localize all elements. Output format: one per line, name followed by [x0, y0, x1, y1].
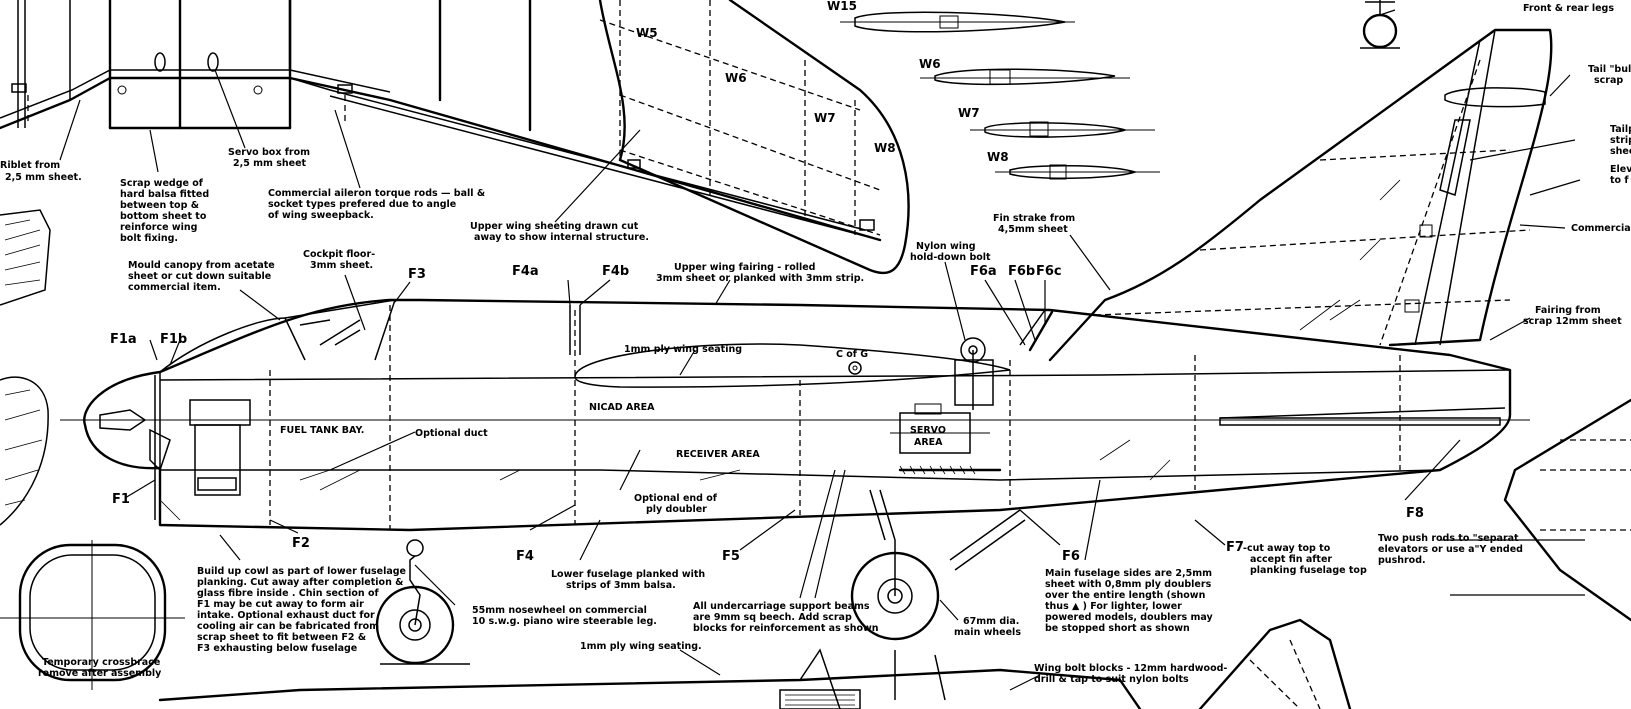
note-push-rods: Two push rods to "separat elevators or u…: [1378, 533, 1526, 566]
note-servo-box: Servo box from 2,5 mm sheet: [228, 147, 313, 169]
note-ply-seating-lower: 1mm ply wing seating.: [580, 641, 702, 652]
label-F4b: F4b: [602, 264, 629, 279]
label-F8: F8: [1406, 506, 1424, 521]
note-tail-bullet: Tail "bull scrap: [1588, 64, 1631, 86]
label-F6a: F6a: [970, 264, 997, 279]
tail-fin: [1048, 28, 1553, 362]
label-W7-section: W7: [958, 106, 980, 120]
label-F4: F4: [516, 549, 534, 564]
label-W8-section: W8: [987, 150, 1009, 164]
station-labels: F1a F1b F1 F2 F3 F4a F4b F4 F5 F6 F6a F6…: [110, 0, 1424, 564]
tailplane-plan: [1198, 398, 1631, 709]
note-upper-fairing: Upper wing fairing - rolled 3mm sheet or…: [656, 262, 864, 284]
label-F7: F7: [1226, 540, 1244, 555]
label-F6c: F6c: [1036, 264, 1062, 279]
label-F1a: F1a: [110, 332, 137, 347]
note-cofg: C of G: [836, 349, 868, 360]
note-fin-strake: Fin strake from 4,5mm sheet: [993, 213, 1078, 235]
note-optional-duct: Optional duct: [415, 428, 488, 439]
rib-sections: [840, 11, 1160, 180]
note-ply-seating: 1mm ply wing seating: [624, 344, 742, 355]
label-F6: F6: [1062, 549, 1080, 564]
note-cowl: Build up cowl as part of lower fuselage …: [197, 566, 409, 654]
note-nylon-bolt: Nylon wing hold-down bolt: [910, 241, 991, 263]
note-nicad: NICAD AREA: [589, 402, 655, 413]
note-scrap-wedge: Scrap wedge of hard balsa fitted between…: [120, 178, 213, 244]
label-F1: F1: [112, 492, 130, 507]
left-edge-details: [0, 209, 185, 690]
note-cockpit: Cockpit floor- 3mm sheet.: [303, 249, 378, 271]
note-f7-cutaway: -cut away top to accept fin after planki…: [1243, 543, 1367, 576]
label-W6: W6: [725, 71, 747, 85]
note-commercial-right: Commercial s: [1571, 223, 1631, 234]
lower-wing: [158, 648, 1142, 709]
label-F6b: F6b: [1008, 264, 1035, 279]
label-W15: W15: [827, 0, 857, 13]
label-F2: F2: [292, 536, 310, 551]
note-canopy: Mould canopy from acetate sheet or cut d…: [128, 260, 278, 293]
note-aileron: Commercial aileron torque rods — ball & …: [268, 188, 488, 221]
label-F5: F5: [722, 549, 740, 564]
note-undercarriage: All undercarriage support beams are 9mm …: [693, 601, 879, 634]
note-riblet: Riblet from 2,5 mm sheet.: [0, 160, 82, 183]
note-fairing-scrap: Fairing from scrap 12mm sheet: [1523, 305, 1622, 327]
label-F3: F3: [408, 267, 426, 282]
note-crossbrace: Temporary crossbrace remove after assemb…: [38, 657, 164, 679]
label-F1b: F1b: [160, 332, 187, 347]
note-tailplane: Tailp strip shee: [1610, 124, 1631, 157]
fuselage: [60, 298, 1530, 532]
note-elevator: Elev to f: [1610, 164, 1631, 186]
wing-panel: [288, 0, 910, 275]
annotation-notes: Riblet from 2,5 mm sheet. Scrap wedge of…: [0, 3, 1631, 685]
front-rear-legs-detail: [1360, 0, 1400, 49]
label-F4a: F4a: [512, 264, 539, 279]
leader-lines: [59, 9, 1585, 691]
note-main-wheels: 67mm dia. main wheels: [954, 616, 1023, 638]
note-lower-fuselage: Lower fuselage planked with strips of 3m…: [551, 569, 709, 591]
undercarriage: [375, 489, 1026, 665]
note-nosewheel: 55mm nosewheel on commercial 10 s.w.g. p…: [472, 605, 657, 627]
label-W6-section: W6: [919, 57, 941, 71]
note-servo-area: SERVO AREA: [910, 425, 949, 448]
label-W8: W8: [874, 141, 896, 155]
label-W5: W5: [636, 26, 658, 40]
note-fuel-tank: FUEL TANK BAY.: [280, 425, 364, 436]
note-upper-sheeting: Upper wing sheeting drawn cut away to sh…: [470, 221, 649, 243]
note-bolt-blocks: Wing bolt blocks - 12mm hardwood- drill …: [1034, 663, 1231, 685]
note-receiver: RECEIVER AREA: [676, 449, 760, 460]
note-optional-end: Optional end of ply doubler: [634, 493, 720, 515]
label-W7: W7: [814, 111, 836, 125]
note-front-rear-legs: Front & rear legs: [1523, 3, 1614, 14]
note-fuselage-sides: Main fuselage sides are 2,5mm sheet with…: [1045, 568, 1216, 634]
